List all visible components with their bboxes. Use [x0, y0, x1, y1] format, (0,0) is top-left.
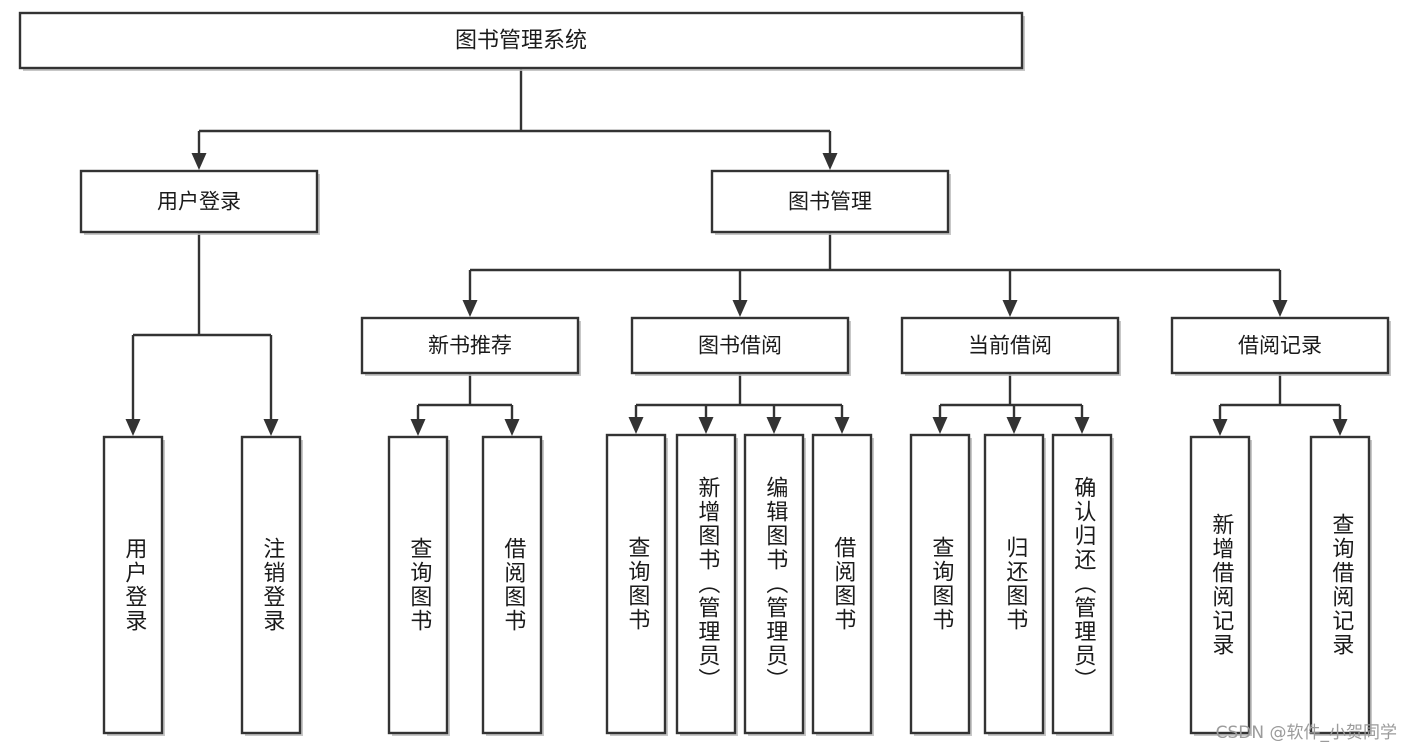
arrow-head-icon — [1332, 419, 1348, 436]
node-leaf-user-login[interactable] — [102, 435, 165, 736]
node-leaf-borrow-query[interactable] — [605, 433, 668, 736]
node-rect[interactable] — [18, 11, 1024, 70]
connector-group — [932, 373, 1090, 434]
arrow-head-icon — [1074, 417, 1090, 434]
node-rect[interactable] — [710, 169, 950, 234]
node-rect[interactable] — [360, 316, 580, 375]
node-leaf-record-query[interactable] — [1309, 435, 1372, 736]
node-leaf-borrow-edit[interactable] — [743, 433, 806, 736]
connector-group — [462, 232, 1288, 317]
node-leaf-borrow-add[interactable] — [675, 433, 738, 736]
arrow-head-icon — [410, 419, 426, 436]
node-rect[interactable] — [79, 169, 319, 234]
node-label: 图书管理系统 — [455, 29, 587, 54]
node-label: 用户登录 — [157, 190, 241, 214]
node-leaf-new-borrow[interactable] — [481, 435, 544, 736]
node-rect[interactable] — [605, 433, 667, 735]
connector-group — [125, 232, 279, 436]
arrow-head-icon — [1006, 417, 1022, 434]
node-label: 新书推荐 — [428, 334, 512, 358]
node-rect[interactable] — [900, 316, 1120, 375]
node-books[interactable]: 图书管理 — [710, 169, 951, 235]
arrow-head-icon — [1272, 300, 1288, 317]
node-rect[interactable] — [1189, 435, 1251, 735]
arrow-head-icon — [766, 417, 782, 434]
node-rect[interactable] — [909, 433, 971, 735]
connector-group — [191, 68, 838, 170]
node-login[interactable]: 用户登录 — [79, 169, 320, 235]
node-rect[interactable] — [743, 433, 805, 735]
node-label: 图书借阅 — [698, 334, 782, 358]
connector-group — [1212, 373, 1348, 436]
node-leaf-record-add[interactable] — [1189, 435, 1252, 736]
node-rect[interactable] — [630, 316, 850, 375]
node-leaf-user-logout[interactable] — [240, 435, 303, 736]
arrow-head-icon — [822, 153, 838, 170]
arrow-head-icon — [504, 419, 520, 436]
node-borrow[interactable]: 图书借阅 — [630, 316, 851, 376]
edge-layer — [125, 68, 1348, 436]
node-label: 图书管理 — [788, 190, 872, 214]
node-newbook[interactable]: 新书推荐 — [360, 316, 581, 376]
node-root[interactable]: 图书管理系统 — [18, 11, 1025, 71]
node-leaf-current-confirm[interactable] — [1051, 433, 1114, 736]
arrow-head-icon — [628, 417, 644, 434]
node-rect[interactable] — [387, 435, 449, 735]
node-record[interactable]: 借阅记录 — [1170, 316, 1391, 376]
arrow-head-icon — [698, 417, 714, 434]
arrow-head-icon — [834, 417, 850, 434]
connector-group — [628, 373, 850, 434]
node-rect[interactable] — [481, 435, 543, 735]
node-rect[interactable] — [983, 433, 1045, 735]
node-rect[interactable] — [1170, 316, 1390, 375]
connector-group — [410, 373, 520, 436]
arrow-head-icon — [125, 419, 141, 436]
node-label: 借阅记录 — [1238, 334, 1322, 358]
watermark: CSDN @软件_小贺同学 — [1215, 723, 1397, 743]
node-rect[interactable] — [102, 435, 164, 735]
node-leaf-new-query[interactable] — [387, 435, 450, 736]
arrow-head-icon — [263, 419, 279, 436]
node-rect[interactable] — [811, 433, 873, 735]
arrow-head-icon — [1212, 419, 1228, 436]
node-label: 当前借阅 — [968, 334, 1052, 358]
node-rect[interactable] — [1309, 435, 1371, 735]
node-rect[interactable] — [1051, 433, 1113, 735]
node-leaf-borrow-lend[interactable] — [811, 433, 874, 736]
arrow-head-icon — [462, 300, 478, 317]
arrow-head-icon — [932, 417, 948, 434]
arrow-head-icon — [191, 153, 207, 170]
node-rect[interactable] — [675, 433, 737, 735]
arrow-head-icon — [1002, 300, 1018, 317]
node-rect[interactable] — [240, 435, 302, 735]
node-leaf-current-return[interactable] — [983, 433, 1046, 736]
arrow-head-icon — [732, 300, 748, 317]
node-leaf-current-query[interactable] — [909, 433, 972, 736]
node-current[interactable]: 当前借阅 — [900, 316, 1121, 376]
